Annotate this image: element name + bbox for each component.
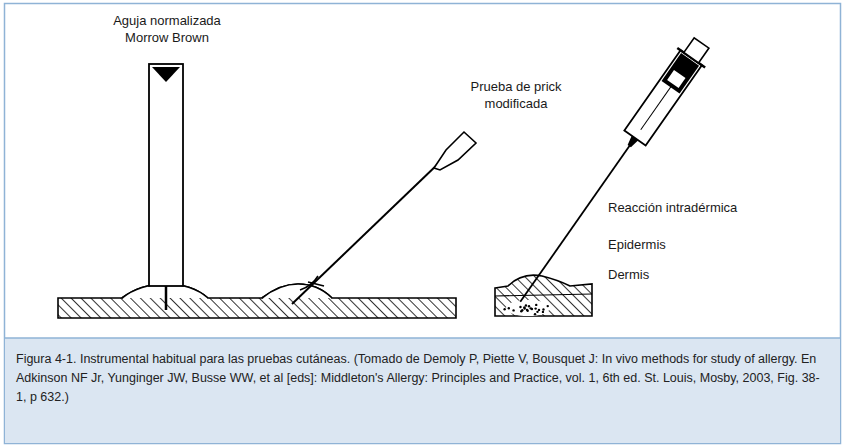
figure-caption: Figura 4-1. Instrumental habitual para l… xyxy=(16,350,826,407)
skin-section xyxy=(495,275,592,316)
caption-panel xyxy=(5,338,840,443)
skin-strip xyxy=(58,284,456,318)
layer-label: Epidermis xyxy=(608,236,808,253)
reaction-label: Reacción intradérmica xyxy=(608,199,808,216)
intradermal-bleb xyxy=(506,300,550,316)
layer-label: Dermis xyxy=(608,266,808,283)
instrument-label: Prueba de prick modificada xyxy=(455,78,577,112)
figure-frame xyxy=(5,4,841,444)
bleb-dots xyxy=(503,304,549,316)
morrow-brown-needle xyxy=(149,64,183,310)
instrument-label: Aguja normalizada Morrow Brown xyxy=(104,12,230,46)
prick-lancet xyxy=(292,132,476,304)
